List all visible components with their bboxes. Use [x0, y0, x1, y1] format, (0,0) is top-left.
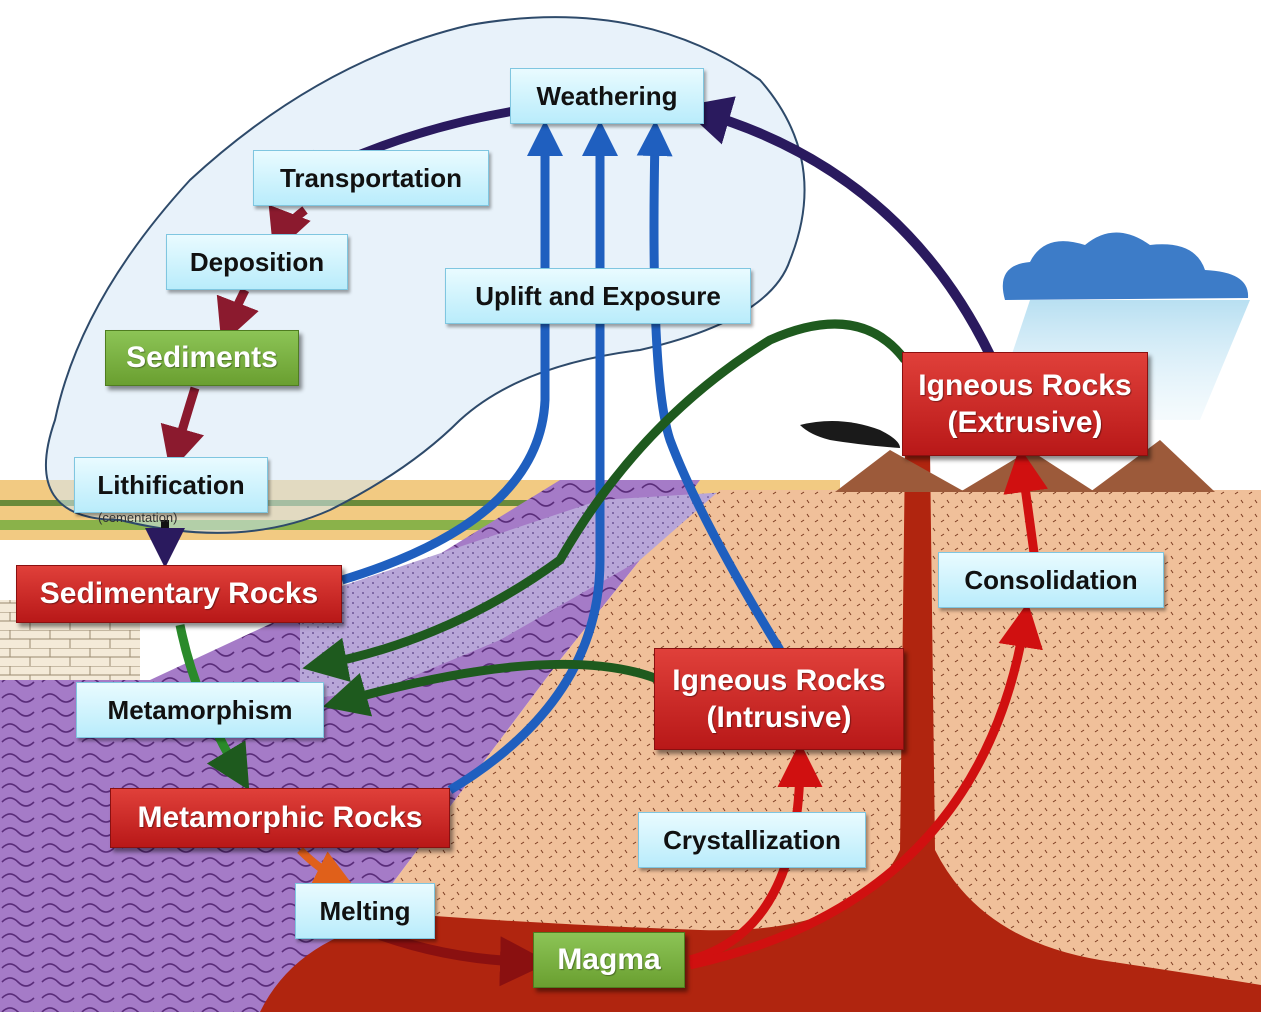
- metamorphic-rocks-label: Metamorphic Rocks: [110, 788, 450, 848]
- arrow-magma-to-intrusive: [688, 742, 823, 965]
- igneous-extrusive-line1: Igneous Rocks: [918, 368, 1132, 402]
- sediments-label: Sediments: [105, 330, 299, 386]
- arrow-sediments-to-lithification: [160, 386, 205, 473]
- rain-cloud: [1002, 232, 1249, 300]
- arrow-uplift-intrusive: [636, 120, 784, 653]
- deposition-label: Deposition: [166, 234, 348, 290]
- weathering-label: Weathering: [510, 68, 704, 124]
- arrow-deposition-to-sediments: [216, 287, 259, 345]
- volcano-smoke: [800, 421, 900, 448]
- igneous-rocks-intrusive-label: Igneous Rocks (Intrusive): [654, 648, 904, 750]
- arrow-intrusive-to-metamorphism: [322, 659, 662, 717]
- crystallization-label: Crystallization: [638, 812, 866, 868]
- sedimentary-rocks-label: Sedimentary Rocks: [16, 565, 342, 623]
- arrow-metamorphic-to-melting: [297, 847, 355, 888]
- magma-label: Magma: [533, 932, 685, 988]
- igneous-rocks-extrusive-label: Igneous Rocks (Extrusive): [902, 352, 1148, 456]
- arrow-melting-to-magma: [378, 930, 550, 987]
- arrow-consolidation-to-extrusive: [1003, 447, 1048, 561]
- metamorphism-label: Metamorphism: [76, 682, 324, 738]
- lithification-label: Lithification: [74, 457, 268, 513]
- igneous-extrusive-line2: (Extrusive): [947, 406, 1103, 439]
- uplift-and-exposure-label: Uplift and Exposure: [445, 268, 751, 324]
- igneous-intrusive-line2: (Intrusive): [706, 701, 852, 734]
- arrow-extrusive-to-metamorphism: [302, 319, 909, 682]
- arrow-uplift-sedimentary: [340, 120, 563, 585]
- arrow-uplift-metamorphic: [447, 120, 618, 794]
- arrow-erosion-from-extrusive: [680, 96, 995, 358]
- igneous-intrusive-line1: Igneous Rocks: [672, 663, 886, 697]
- melting-label: Melting: [295, 883, 435, 939]
- transportation-label: Transportation: [253, 150, 489, 206]
- magma-chamber: [260, 450, 1261, 1012]
- arrow-magma-to-consolidation: [689, 602, 1043, 970]
- consolidation-label: Consolidation: [938, 552, 1164, 608]
- cementation-note: (cementation): [98, 510, 178, 525]
- cycle-arrows: [145, 96, 1048, 987]
